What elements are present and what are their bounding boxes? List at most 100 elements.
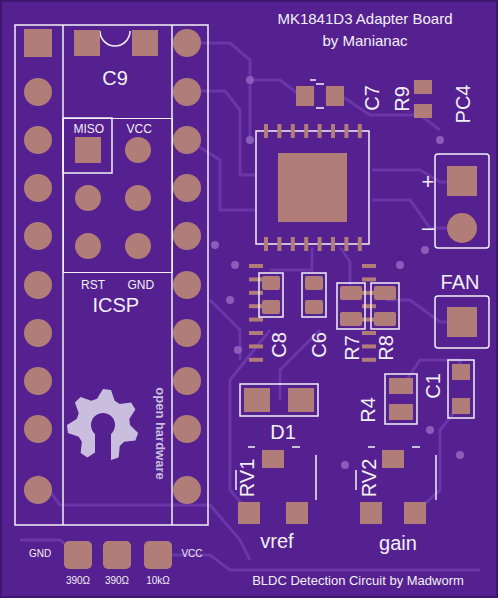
pin1-marker <box>63 118 112 173</box>
dip-pad <box>173 367 201 395</box>
icsp-pad <box>75 137 101 163</box>
qfn-pin <box>362 331 376 335</box>
resistor-value: 390Ω <box>105 576 129 586</box>
qfn-pin <box>249 318 263 322</box>
part-ref: C6 <box>309 332 329 358</box>
dip-pad <box>24 126 52 154</box>
part-ref: R8 <box>376 335 396 361</box>
qfn-pin <box>249 344 263 348</box>
part-ref: R9 <box>392 86 412 112</box>
qfn-pin <box>344 124 348 138</box>
dip-pad <box>24 222 52 250</box>
qfn-pin <box>362 358 376 362</box>
dip-pad <box>24 271 52 299</box>
resistor-value: 10kΩ <box>146 576 170 586</box>
part-ref: C8 <box>269 332 289 358</box>
qfn-pin <box>344 237 348 251</box>
qfn-thermal-pad <box>278 153 347 222</box>
qfn-pin <box>331 237 335 251</box>
dip-pad <box>173 174 201 202</box>
capacitor-pad <box>132 30 158 56</box>
socket-outline <box>15 25 208 525</box>
qfn-pin <box>358 124 362 138</box>
dip-pad <box>173 126 201 154</box>
resistor-value: 390Ω <box>66 576 90 586</box>
part-ref: R4 <box>358 397 378 423</box>
dip-pad <box>24 319 52 347</box>
connector-ref: PC4 <box>453 85 473 124</box>
qfn-pin <box>249 358 263 362</box>
dip-pad <box>24 29 52 57</box>
qfn-pin <box>318 237 322 251</box>
qfn-pin <box>291 124 295 138</box>
part-ref: R7 <box>342 335 362 361</box>
qfn-pins <box>249 124 376 362</box>
part-ref: C1 <box>423 373 443 399</box>
pin-name: GND <box>128 279 155 291</box>
qfn-pin <box>362 304 376 308</box>
logo-text: open hardware <box>154 387 167 479</box>
dip-pad <box>24 78 52 106</box>
part-ref: C9 <box>102 68 128 88</box>
qfn-pin <box>249 264 263 268</box>
qfn-pin <box>249 331 263 335</box>
pin-name: RST <box>81 279 105 291</box>
part-ref: D1 <box>270 422 296 442</box>
dip-pad <box>173 222 201 250</box>
qfn-pin <box>362 318 376 322</box>
footer-credit: BLDC Detection Circuit by Madworm <box>252 574 464 587</box>
qfn-pin <box>358 237 362 251</box>
dip-pads <box>24 29 201 504</box>
qfn-pin <box>264 237 268 251</box>
trimmer-name: gain <box>379 533 417 553</box>
qfn-pin <box>331 124 335 138</box>
part-ref: RV2 <box>359 459 379 498</box>
dip-pad <box>24 174 52 202</box>
oshw-logo <box>67 389 138 463</box>
qfn-pin <box>362 344 376 348</box>
dip-pad <box>24 415 52 443</box>
pin-name: GND <box>29 549 51 559</box>
dip-pad <box>173 476 201 504</box>
icsp-header-box: MISOVCCRSTGNDICSP <box>63 118 173 273</box>
qfn-pin <box>362 291 376 295</box>
qfn-pin <box>277 237 281 251</box>
qfn-pin <box>249 291 263 295</box>
dip-pad <box>173 415 201 443</box>
pin-name: VCC <box>181 549 202 559</box>
dip-pad <box>173 271 201 299</box>
capacitor-pad <box>74 30 100 56</box>
header-name: ICSP <box>93 295 140 315</box>
polarity-mark: + <box>422 171 435 193</box>
vias <box>211 76 464 469</box>
qfn-pin <box>304 124 308 138</box>
qfn-pin <box>304 237 308 251</box>
dip-pad <box>173 319 201 347</box>
qfn-pin <box>291 237 295 251</box>
part-ref: C7 <box>362 85 382 111</box>
qfn-pin <box>362 264 376 268</box>
connector-name: FAN <box>441 272 480 292</box>
dip-pad <box>173 29 201 57</box>
qfn-outline <box>256 131 369 244</box>
dip-pad <box>24 367 52 395</box>
author-credit: by Manianac <box>322 33 407 48</box>
trimmer-name: vref <box>260 531 293 551</box>
dip-pad <box>24 476 52 504</box>
board-title: MK1841D3 Adapter Board <box>277 11 452 26</box>
pin-name: MISO <box>74 123 105 135</box>
part-ref: RV1 <box>237 459 257 498</box>
pin-name: VCC <box>127 123 152 135</box>
dip-pad <box>173 78 201 106</box>
qfn-pin <box>362 277 376 281</box>
qfn-pin <box>249 304 263 308</box>
qfn-pin <box>318 124 322 138</box>
polarity-mark: – <box>422 217 434 239</box>
copper-traces <box>20 43 480 570</box>
qfn-pin <box>277 124 281 138</box>
qfn-pin <box>264 124 268 138</box>
qfn-pin <box>249 277 263 281</box>
